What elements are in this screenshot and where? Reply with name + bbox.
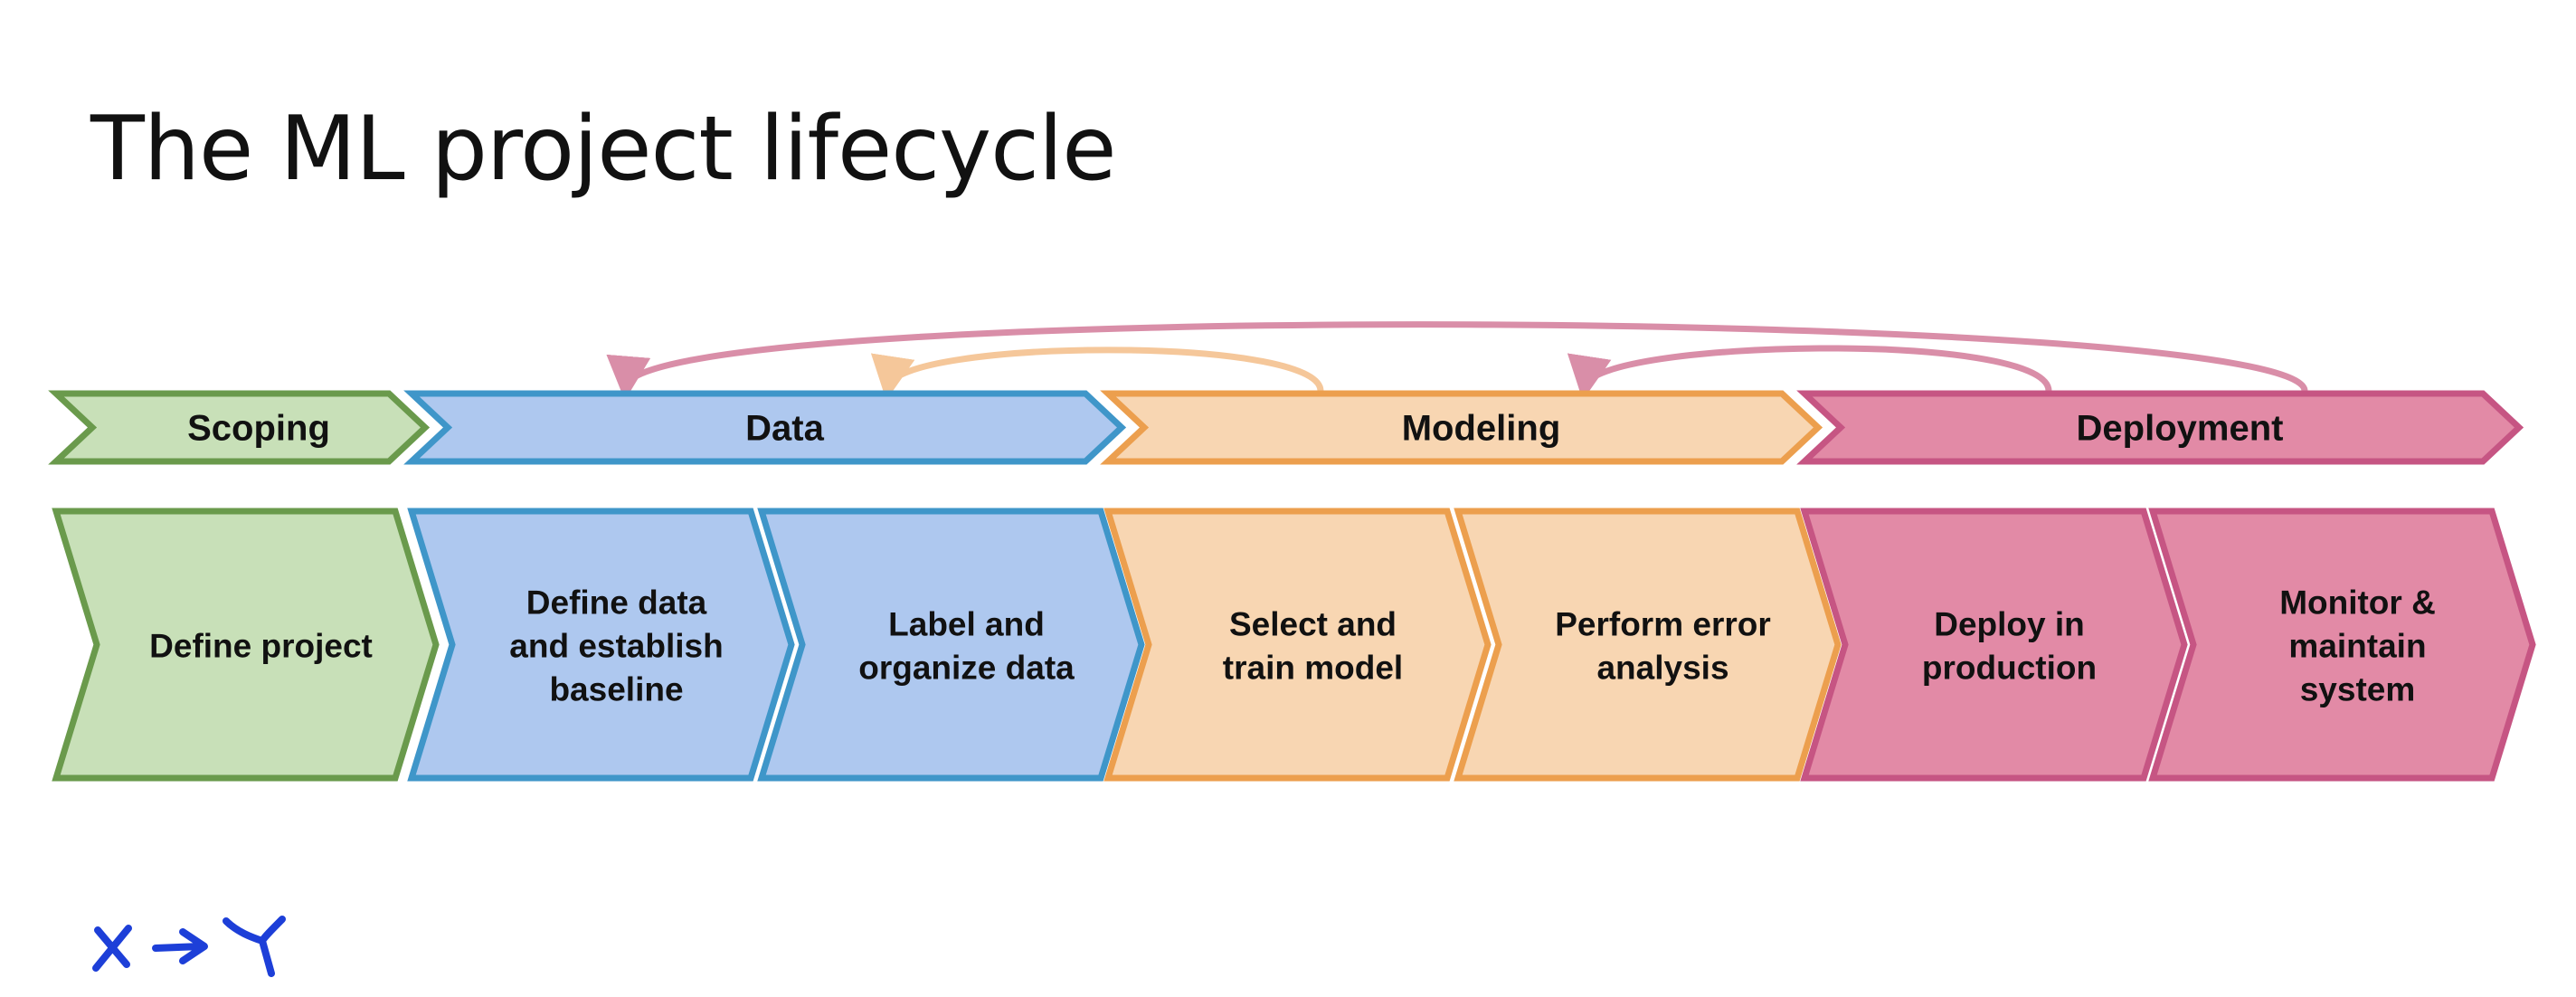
- step-label-line: Select and: [1229, 606, 1397, 643]
- feedback-arrow-deployment-to-modeling: [1567, 345, 2052, 401]
- feedback-arrows: [607, 321, 2308, 401]
- step-label-line: system: [2300, 671, 2416, 708]
- phase-banner: Scoping Data Modeling Deployment: [48, 390, 2524, 465]
- step-label-line: train model: [1223, 650, 1403, 687]
- handwritten-y: [223, 916, 286, 977]
- step-shape-7: [2148, 508, 2536, 782]
- step-label-line: analysis: [1596, 650, 1728, 687]
- step-shape-3: [757, 508, 1145, 782]
- feedback-arrow-deployment-to-data: [607, 321, 2308, 401]
- step-label-line: Define data: [526, 584, 707, 622]
- step-shape-6: [1800, 508, 2188, 782]
- step-label-line: Monitor &: [2279, 584, 2436, 622]
- step-label-line: production: [1922, 650, 2097, 687]
- handwritten-annotation: [92, 916, 286, 977]
- handwritten-arrow: [152, 928, 208, 964]
- step-label-line: organize data: [858, 650, 1075, 687]
- handwritten-x-to-y: [92, 916, 286, 977]
- step-chevron-4: Select and train model: [1103, 508, 1492, 782]
- step-chevron-5: Perform error analysis: [1454, 508, 1842, 782]
- phase-chevron-data: [403, 390, 1127, 465]
- handwritten-x: [92, 925, 132, 972]
- step-chevron-1: Define project: [52, 508, 440, 782]
- step-shape-1: [52, 508, 440, 782]
- step-label-line: baseline: [549, 671, 683, 708]
- step-label-line: Perform error: [1555, 606, 1771, 643]
- step-chevron-6: Deploy in production: [1800, 508, 2188, 782]
- step-label-line: Define project: [149, 628, 373, 665]
- step-shape-5: [1454, 508, 1842, 782]
- phase-label-scoping: Scoping: [187, 409, 330, 449]
- step-shape-2: [407, 508, 795, 782]
- phase-chevron-scoping: [48, 390, 431, 465]
- phase-label-data: Data: [745, 409, 824, 449]
- page-title: The ML project lifecycle: [90, 98, 1117, 201]
- step-label-line: maintain: [2288, 628, 2426, 665]
- step-label-line: Deploy in: [1934, 606, 2085, 643]
- step-chevron-7: Monitor & maintain system: [2148, 508, 2536, 782]
- step-chevron-2: Define data and establish baseline: [407, 508, 795, 782]
- step-shape-4: [1103, 508, 1492, 782]
- phase-label-modeling: Modeling: [1402, 409, 1561, 449]
- step-chevrons: Define project Define data and establish ba…: [52, 508, 2536, 782]
- feedback-arrow-modeling-to-data: [871, 347, 1324, 401]
- step-label-line: Label and: [888, 606, 1045, 643]
- phase-chevron-deployment: [1796, 390, 2524, 465]
- phase-label-deployment: Deployment: [2077, 409, 2284, 449]
- step-label-line: and establish: [509, 628, 723, 665]
- step-chevron-3: Label and organize data: [757, 508, 1145, 782]
- phase-chevron-modeling: [1100, 390, 1823, 465]
